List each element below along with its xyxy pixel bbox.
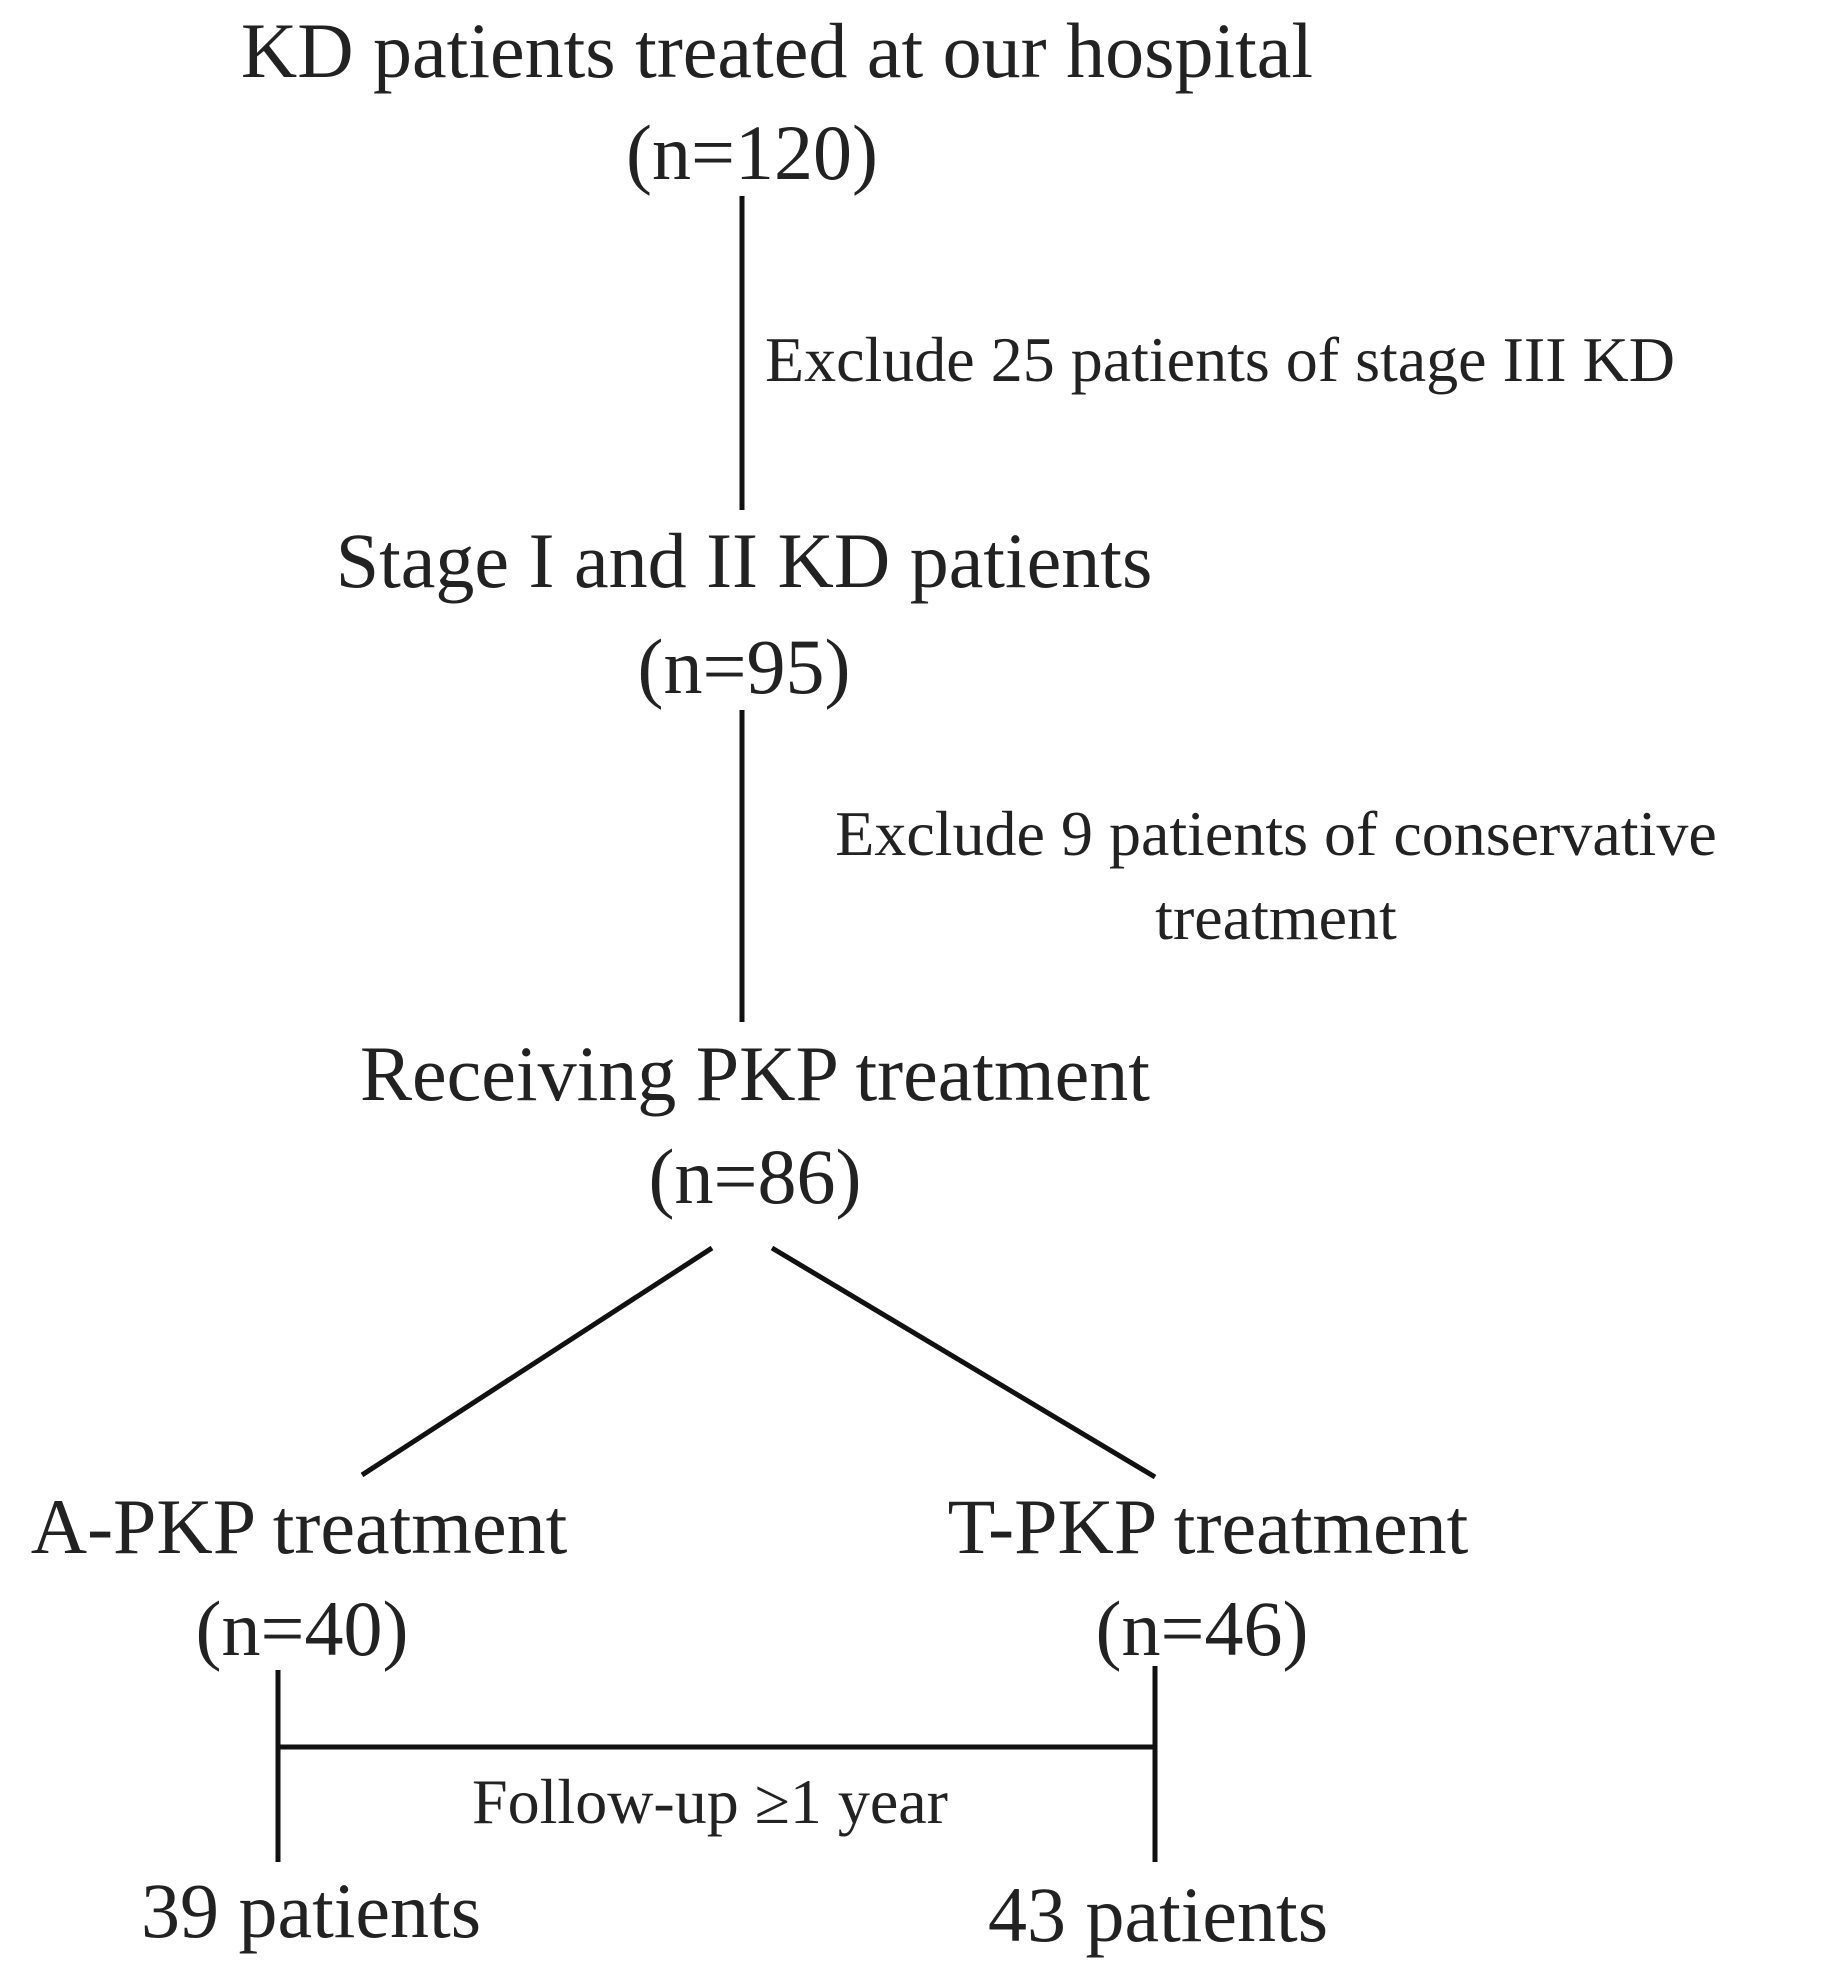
pkp-node-title: Receiving PKP treatment — [360, 1030, 1150, 1117]
pkp-node-count: (n=86) — [648, 1133, 862, 1220]
start-node-count: (n=120) — [626, 109, 878, 196]
stage-node-count: (n=95) — [637, 623, 851, 710]
tpkp-node-count: (n=46) — [1095, 1585, 1309, 1672]
exclusion-label-stage-iii: Exclude 25 patients of stage III KD — [765, 324, 1675, 395]
connector-pkp-to-apkp — [360, 1245, 714, 1478]
stage-node-title: Stage I and II KD patients — [335, 517, 1153, 604]
followup-label: Follow-up ≥1 year — [472, 1766, 948, 1837]
exclusion-label-conservative-line2: treatment — [1155, 882, 1397, 953]
tpkp-node-title: T-PKP treatment — [947, 1483, 1469, 1570]
exclusion-label-conservative-line1: Exclude 9 patients of conservative — [835, 798, 1717, 869]
apkp-followup-result: 39 patients — [140, 1867, 482, 1954]
connector-pkp-to-tpkp — [770, 1245, 1157, 1480]
apkp-node-count: (n=40) — [195, 1585, 409, 1672]
apkp-node-title: A-PKP treatment — [30, 1483, 568, 1570]
start-node-title: KD patients treated at our hospital — [240, 7, 1314, 94]
tpkp-followup-result: 43 patients — [987, 1871, 1329, 1958]
